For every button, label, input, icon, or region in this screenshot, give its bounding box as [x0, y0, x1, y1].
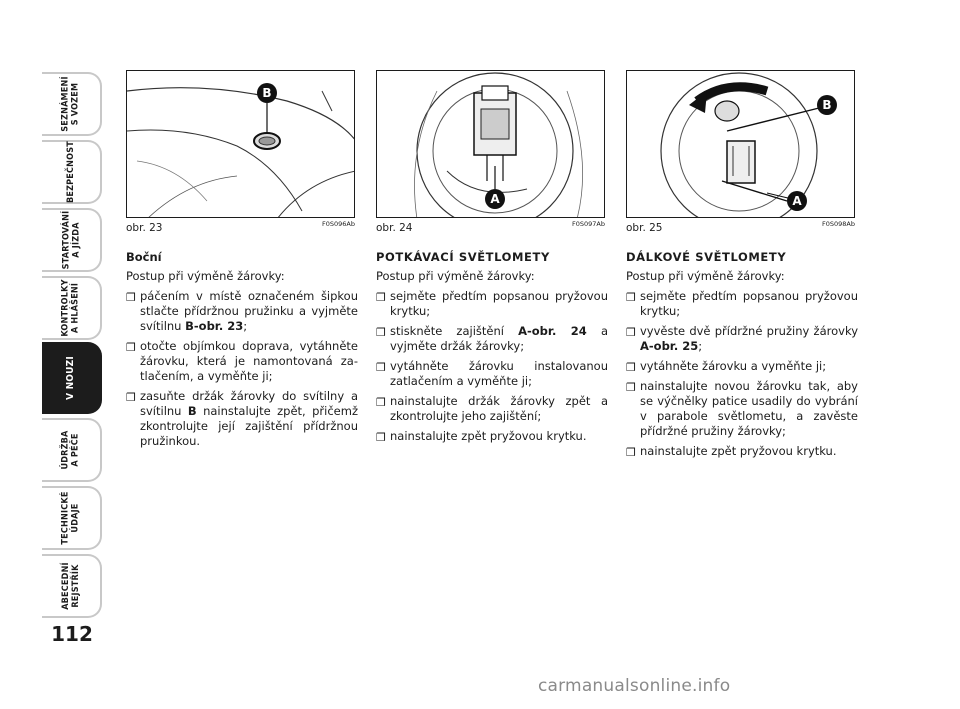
checkbox-bullet-icon: ❒: [126, 391, 136, 404]
side-light-illustration: B: [127, 83, 354, 217]
procedure-step: ❒sejměte předtím popsanou pryžovou krytk…: [626, 289, 858, 318]
marker-a: [787, 191, 807, 211]
section-heading: POTKÁVACÍ SVĚTLOMETY: [376, 250, 550, 264]
figure-code: F0S098Ab: [822, 220, 855, 228]
procedure-step: ❒vytáhněte žárovku a vyměňte ji;: [626, 359, 827, 374]
procedure-step: ❒nainstalujte držák žárovky zpět a zkont…: [376, 394, 608, 423]
section-subheading: Boční: [126, 250, 162, 264]
svg-text:B: B: [822, 98, 831, 112]
marker-a: [485, 189, 505, 209]
figure-caption-label: obr. 25: [626, 222, 663, 234]
figure-caption: obr. 25 F0S098Ab: [626, 220, 855, 238]
svg-text:A: A: [490, 192, 500, 206]
procedure-step: ❒vyvěste dvě přídržné pružiny žárovky A-…: [626, 324, 858, 353]
procedure-step: ❒zasuňte držák žárovky do svítilny a sví…: [126, 389, 358, 448]
tab-v-nouzi[interactable]: V NOUZI: [42, 342, 102, 414]
checkbox-bullet-icon: ❒: [376, 291, 386, 304]
procedure-step: ❒vytáhněte žárovku instalovanou zatlačen…: [376, 359, 608, 388]
procedure-step: ❒sejměte předtím popsanou pryžovou krytk…: [376, 289, 608, 318]
procedure-step: ❒nainstalujte zpět pryžovou krytku.: [626, 444, 837, 459]
figure-caption-label: obr. 24: [376, 222, 413, 234]
figure-illustration: A: [376, 70, 605, 218]
procedure-intro: Postup při výměně žárovky:: [626, 269, 785, 283]
procedure-intro: Postup při výměně žárovky:: [126, 269, 285, 283]
column-high-beam: DÁLKOVÉ SVĚTLOMETY Postup při výměně žár…: [626, 250, 858, 464]
column-side-lights: Boční Postup při výměně žárovky: ❒páčení…: [126, 250, 358, 454]
figure-caption-label: obr. 23: [126, 222, 163, 234]
watermark: carmanualsonline.info: [538, 676, 731, 696]
procedure-step: ❒stiskněte zajištění A-obr. 24 a vyjměte…: [376, 324, 608, 353]
marker-b: [257, 83, 277, 103]
low-beam-illustration: A: [414, 72, 583, 217]
svg-text:B: B: [262, 86, 271, 100]
checkbox-bullet-icon: ❒: [376, 396, 386, 409]
checkbox-bullet-icon: ❒: [376, 326, 386, 339]
checkbox-bullet-icon: ❒: [626, 446, 636, 459]
high-beam-illustration: B A: [660, 72, 837, 217]
procedure-step: ❒páčením v místě označeném šipkou stlačt…: [126, 289, 358, 333]
figure-caption: obr. 24 F0S097Ab: [376, 220, 605, 238]
marker-b: [817, 95, 837, 115]
checkbox-bullet-icon: ❒: [376, 431, 386, 444]
tab-bezpecnost[interactable]: BEZPEČNOST: [42, 140, 102, 204]
procedure-step: ❒otočte objímkou doprava, vytáhněte žáro…: [126, 339, 358, 383]
tab-label: V NOUZI: [65, 356, 76, 400]
procedure-intro: Postup při výměně žárovky:: [376, 269, 535, 283]
figure-illustration: B A: [626, 70, 855, 218]
checkbox-bullet-icon: ❒: [626, 361, 636, 374]
page-number: 112: [51, 622, 93, 646]
figure-code: F0S096Ab: [322, 220, 355, 228]
figure-25: B A obr. 25 F0S098Ab: [626, 70, 855, 238]
checkbox-bullet-icon: ❒: [126, 341, 136, 354]
figure-code: F0S097Ab: [572, 220, 605, 228]
tab-label: BEZPEČNOST: [66, 141, 76, 203]
procedure-step: ❒nainstalujte novou žárovku tak, aby se …: [626, 379, 858, 438]
figure-23: B obr. 23 F0S096Ab: [126, 70, 355, 238]
figure-illustration: B: [126, 70, 355, 218]
checkbox-bullet-icon: ❒: [626, 326, 636, 339]
procedure-step: ❒nainstalujte zpět pryžovou krytku.: [376, 429, 587, 444]
checkbox-bullet-icon: ❒: [376, 361, 386, 374]
section-heading: DÁLKOVÉ SVĚTLOMETY: [626, 250, 787, 264]
checkbox-bullet-icon: ❒: [626, 291, 636, 304]
column-low-beam: POTKÁVACÍ SVĚTLOMETY Postup při výměně ž…: [376, 250, 608, 449]
figure-24: A obr. 24 F0S097Ab: [376, 70, 605, 238]
figure-caption: obr. 23 F0S096Ab: [126, 220, 355, 238]
svg-text:A: A: [792, 194, 802, 208]
checkbox-bullet-icon: ❒: [126, 291, 136, 304]
checkbox-bullet-icon: ❒: [626, 381, 636, 394]
